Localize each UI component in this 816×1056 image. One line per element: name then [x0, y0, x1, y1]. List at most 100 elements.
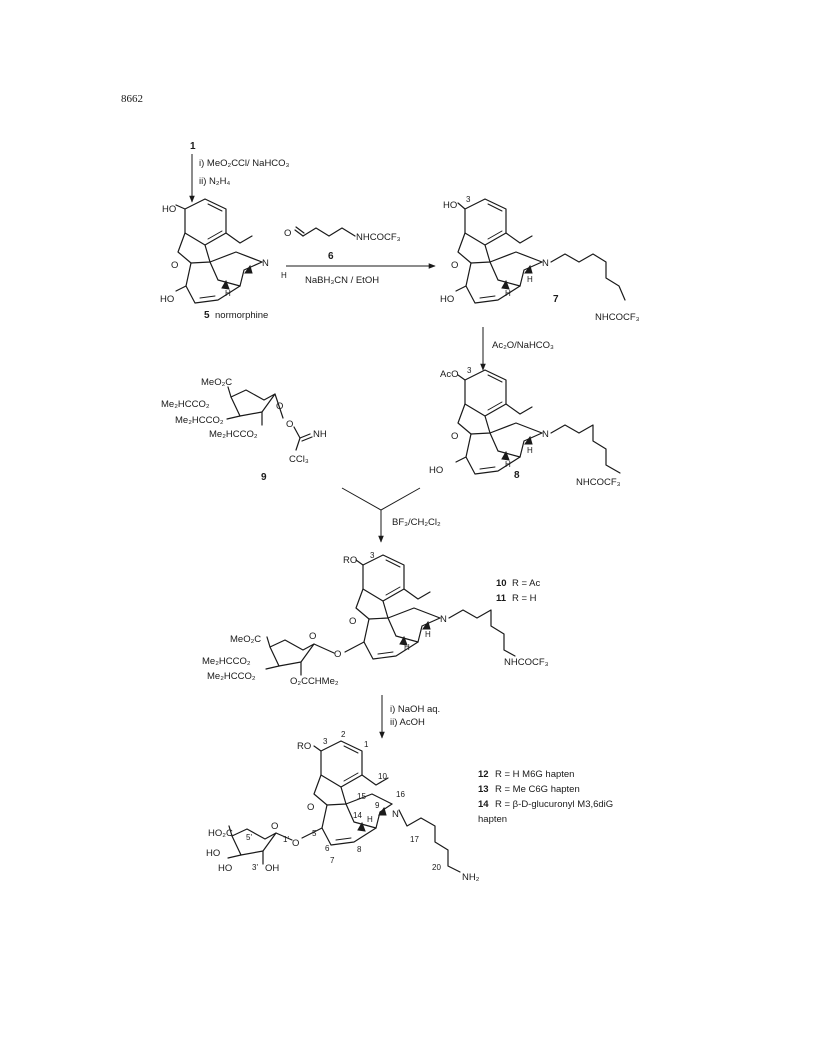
hapten-glycosidic-oxygen: O	[292, 838, 299, 849]
hapten-position-10: 10	[378, 772, 387, 781]
c7-amide: NHCOCF₃	[595, 312, 640, 323]
c8-hydrogen-b: H	[505, 460, 511, 469]
hapten-position-14: 14	[353, 811, 362, 820]
hapten-position-7: 7	[330, 856, 335, 865]
hapten-hydroxyl-b: HO	[218, 863, 232, 874]
c7-hydroxyl-top: HO	[443, 200, 457, 211]
c7-hydroxyl-bottom: HO	[440, 294, 454, 305]
c9-methyl-ester: MeO₂C	[201, 377, 232, 388]
compound-5-name: normorphine	[215, 310, 268, 321]
c9-ester-b: Me₂HCCO₂	[175, 415, 224, 426]
hapten-sugar-position-1: 1'	[283, 835, 289, 844]
c8-nitrogen: N	[542, 429, 549, 440]
legend-11-text: R = H	[512, 593, 537, 604]
step-3-reagent: Ac₂O/NaHCO₃	[492, 340, 554, 351]
c10-r-oxy: RO	[343, 555, 357, 566]
hapten-hydrogen: H	[367, 815, 373, 824]
c7-hydrogen-a: H	[527, 275, 533, 284]
c10-hydrogen-b: H	[404, 643, 410, 652]
compound-5-number: 5	[204, 310, 210, 321]
c7-position-3: 3	[466, 195, 471, 204]
hapten-sugar-ring-oxygen: O	[271, 821, 278, 832]
step-3: Ac₂O/NaHCO₃	[480, 327, 554, 371]
hapten-structure: RO 3 2 1 10 15 16 9 14 O 5 6 7 8 N H 17 …	[206, 730, 480, 883]
step-5-reagent-i: i) NaOH aq.	[390, 704, 440, 715]
aldehyde-6-amide: NHCOCF₃	[356, 232, 401, 243]
compound-8-structure: AcO 3 O HO N H H NHCOCF₃ 8	[429, 366, 621, 488]
c5-hydroxyl-bottom: HO	[160, 294, 174, 305]
c10-methyl-ester: MeO₂C	[230, 634, 261, 645]
c10-position-3: 3	[370, 551, 375, 560]
hapten-carboxylic-acid: HO₂C	[208, 828, 233, 839]
hapten-position-20: 20	[432, 863, 441, 872]
step-5-reagent-ii: ii) AcOH	[390, 717, 425, 728]
hapten-position-16: 16	[396, 790, 405, 799]
hapten-ring-oxygen: O	[307, 802, 314, 813]
legend-14-number: 14	[478, 799, 489, 810]
compound-5-structure: HO O HO N H H 5 normorphine	[160, 198, 287, 321]
compound-9-number: 9	[261, 472, 267, 483]
compound-6-number: 6	[328, 251, 334, 262]
hapten-position-2: 2	[341, 730, 346, 739]
c8-position-3: 3	[467, 366, 472, 375]
legend-13-number: 13	[478, 784, 489, 795]
legend-10-number: 10	[496, 578, 507, 589]
c9-ring-oxygen: O	[276, 401, 283, 412]
compound-7-number: 7	[553, 294, 559, 305]
hapten-r-oxy: RO	[297, 741, 311, 752]
hapten-position-5: 5	[312, 829, 317, 838]
step-4-reagent: BF₃/CH₂Cl₂	[392, 517, 441, 528]
c5-ring-oxygen: O	[171, 260, 178, 271]
hapten-sugar-position-3: 3'	[252, 863, 258, 872]
c8-ring-oxygen: O	[451, 431, 458, 442]
step-1: 1 i) MeO₂CCl/ NaHCO₃ ii) N₂H₄	[189, 141, 290, 203]
step-1-reagent-i: i) MeO₂CCl/ NaHCO₃	[199, 158, 290, 169]
c9-trichloromethyl: CCl₃	[289, 454, 309, 465]
c8-acetoxy: AcO	[440, 369, 458, 380]
c9-imine: NH	[313, 429, 327, 440]
c5-nh-hydrogen: H	[281, 271, 287, 280]
c8-amide: NHCOCF₃	[576, 477, 621, 488]
c10-hydrogen-a: H	[425, 630, 431, 639]
c8-hydrogen-a: H	[527, 446, 533, 455]
start-compound-number: 1	[190, 141, 196, 152]
aldehyde-6: O NHCOCF₃ 6	[284, 226, 401, 262]
hapten-sugar-position-5: 5'	[246, 833, 252, 842]
hapten-legend: 12 R = H M6G hapten 13 R = Me C6G hapten…	[478, 769, 613, 825]
c9-ester-c: Me₂HCCO₂	[209, 429, 258, 440]
hapten-amine: NH₂	[462, 872, 480, 883]
hapten-position-15: 15	[357, 792, 366, 801]
legend-11-number: 11	[496, 593, 507, 604]
c10-ring-oxygen: O	[349, 616, 356, 627]
c10-ester-b: Me₂HCCO₂	[207, 671, 256, 682]
legend-10-text: R = Ac	[512, 578, 540, 589]
aldehyde-oxygen: O	[284, 228, 291, 239]
hapten-position-3: 3	[323, 737, 328, 746]
hapten-position-6: 6	[325, 844, 330, 853]
c10-sugar-ring-oxygen: O	[309, 631, 316, 642]
compound-10-11-structure: RO 3 O O N H H MeO₂C Me₂HCCO₂ Me₂HCCO₂ O…	[202, 551, 549, 687]
hapten-hydroxyl-c: OH	[265, 863, 279, 874]
c10-glycosidic-oxygen: O	[334, 649, 341, 660]
compound-8-number: 8	[514, 470, 520, 481]
c10-ester-c: O₂CCHMe₂	[290, 676, 339, 687]
c5-hydroxyl-top: HO	[162, 204, 176, 215]
c7-ring-oxygen: O	[451, 260, 458, 271]
step-4: BF₃/CH₂Cl₂	[341, 487, 441, 543]
c9-ester-a: Me₂HCCO₂	[161, 399, 210, 410]
c7-nitrogen: N	[542, 258, 549, 269]
legend-14-text: R = β-D-glucuronyl M3,6diG	[495, 799, 613, 810]
c8-hydroxyl: HO	[429, 465, 443, 476]
compound-10-11-legend: 10 R = Ac 11 R = H	[496, 578, 540, 604]
hapten-hydroxyl-a: HO	[206, 848, 220, 859]
step-2: NaBH₃CN / EtOH	[286, 263, 436, 286]
legend-14-continued: hapten	[478, 814, 507, 825]
legend-12-number: 12	[478, 769, 489, 780]
c10-nitrogen: N	[440, 614, 447, 625]
compound-9-structure: MeO₂C Me₂HCCO₂ Me₂HCCO₂ Me₂HCCO₂ O O NH …	[161, 377, 327, 483]
step-5: i) NaOH aq. ii) AcOH	[379, 695, 440, 739]
legend-13-text: R = Me C6G hapten	[495, 784, 580, 795]
step-2-reagent: NaBH₃CN / EtOH	[305, 275, 379, 286]
step-1-reagent-ii: ii) N₂H₄	[199, 176, 230, 187]
